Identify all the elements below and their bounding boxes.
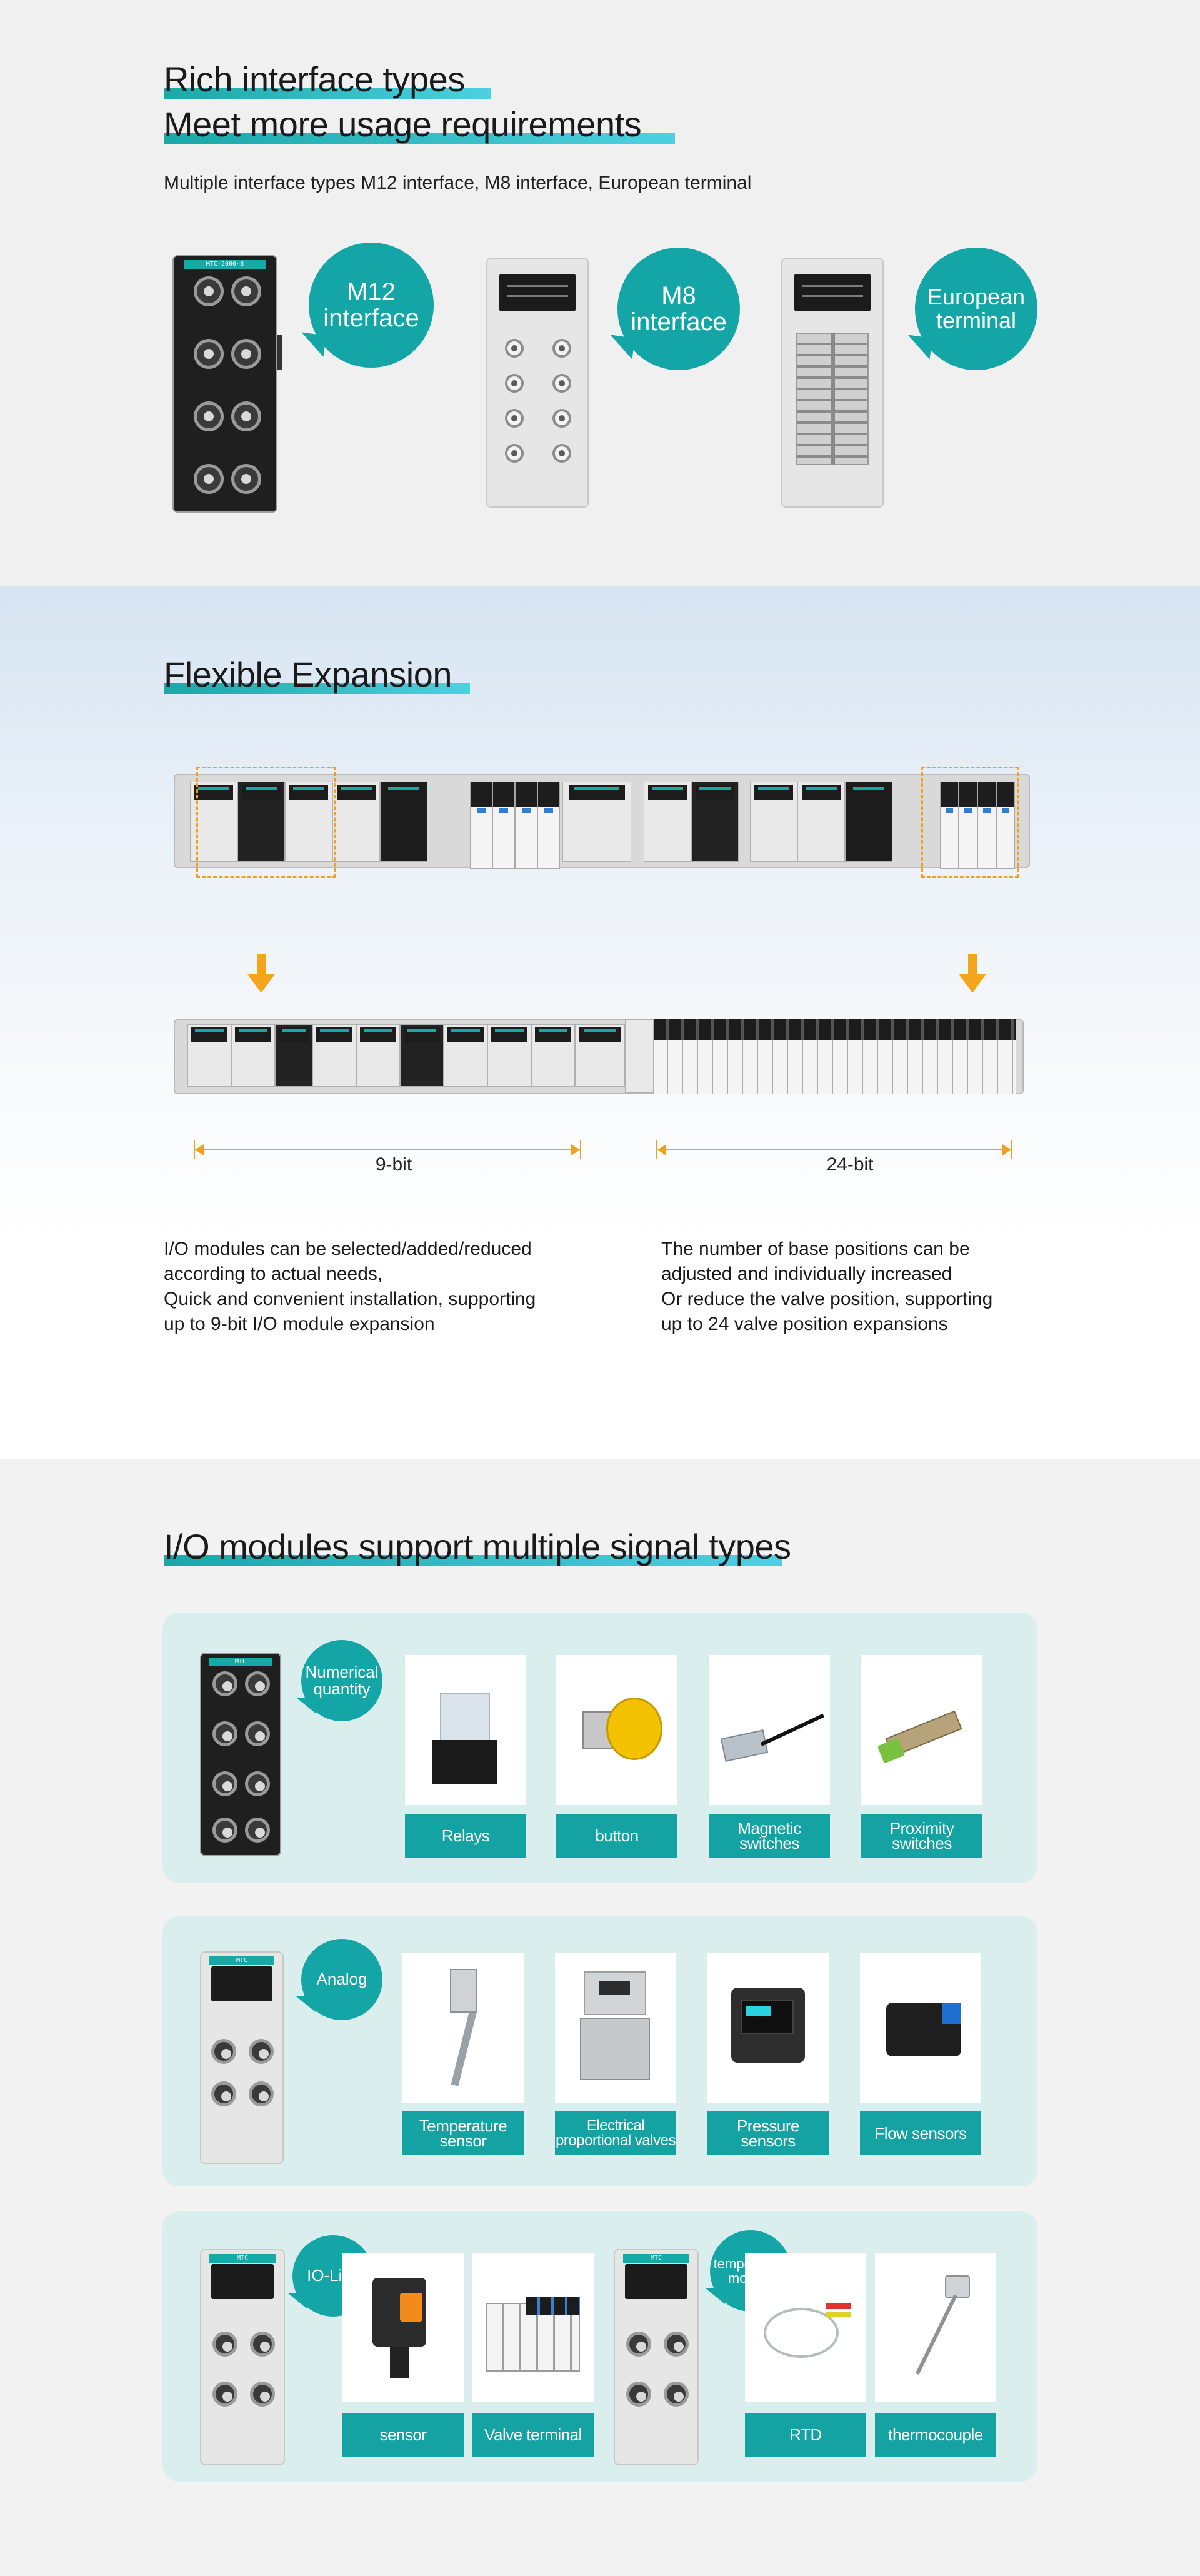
valve-highlight-box [921, 767, 1019, 878]
down-arrow-left-icon [248, 954, 275, 993]
valve-terminal-caption: Valve terminal [472, 2413, 594, 2457]
flexible-expansion-section: Flexible Expansion [0, 586, 1200, 1459]
electrical-proportional-valves-caption: Electrical proportional valves [555, 2111, 676, 2155]
io-module-highlight-box [196, 767, 336, 878]
sensor-caption: sensor [342, 2413, 464, 2457]
m8-device-image [486, 258, 589, 508]
dim-line-9bit [194, 1140, 581, 1159]
iolink-sensor-photo [342, 2253, 464, 2402]
thermocouple-photo [875, 2253, 996, 2402]
iolink-module-image: MTC [200, 2249, 285, 2465]
european-terminal-device-image [781, 258, 884, 508]
interface-types-section: Rich interface types Meet more usage req… [0, 0, 1200, 586]
relays-caption: Relays [405, 1814, 526, 1858]
proportional-valve-photo [555, 1953, 676, 2103]
section3-title: I/O modules support multiple signal type… [164, 1527, 791, 1566]
pressure-sensors-caption: Pressure sensors [708, 2111, 829, 2155]
signal-types-section: I/O modules support multiple signal type… [0, 1459, 1200, 2576]
valve-terminal-photo [472, 2253, 594, 2402]
temperature-module-image: MTC [614, 2249, 699, 2465]
thermocouple-caption: thermocouple [875, 2413, 996, 2457]
section1-title-line1: Rich interface types [164, 58, 491, 101]
dim-line-24bit [656, 1140, 1012, 1159]
analog-module-image: MTC [200, 1951, 284, 2164]
section1-subtitle: Multiple interface types M12 interface, … [164, 173, 752, 193]
section2-title: Flexible Expansion [164, 653, 470, 697]
analog-bubble: Analog [296, 1939, 382, 2020]
button-caption: button [556, 1814, 678, 1858]
digital-module-image: MTC [200, 1653, 281, 1856]
m12-device-label: MTC-2000-8 [184, 260, 266, 269]
relay-photo [405, 1655, 526, 1805]
temperature-sensor-photo [402, 1953, 524, 2103]
pressure-sensor-photo [708, 1953, 829, 2103]
section1-title-line2: Meet more usage requirements [164, 103, 675, 146]
iolink-temperature-panel: MTC IO-Link sensor Valve terminal MTC [162, 2211, 1038, 2482]
magnetic-switch-photo [709, 1655, 830, 1805]
m12-device-side-cable [278, 335, 282, 370]
proximity-switch-photo [861, 1655, 982, 1805]
button-photo [556, 1655, 678, 1805]
analog-signal-panel: MTC Analog Temperature sensor Electrical… [162, 1916, 1038, 2186]
dim-label-24bit: 24-bit [826, 1154, 874, 1175]
m12-device-image: MTC-2000-8 [172, 255, 278, 513]
flow-sensor-photo [860, 1953, 981, 2103]
temperature-sensor-caption: Temperature sensor [402, 2111, 524, 2155]
io-module-description: I/O modules can be selected/added/reduce… [164, 1239, 536, 1334]
dim-label-9bit: 9-bit [375, 1154, 412, 1175]
magnetic-switches-caption: Magnetic switches [709, 1814, 830, 1858]
flow-sensors-caption: Flow sensors [860, 2111, 981, 2155]
rtd-photo [745, 2253, 866, 2402]
rtd-caption: RTD [745, 2413, 866, 2457]
down-arrow-right-icon [959, 954, 986, 993]
valve-position-description: The number of base positions can be adju… [661, 1239, 993, 1334]
proximity-switches-caption: Proximity switches [861, 1814, 982, 1858]
